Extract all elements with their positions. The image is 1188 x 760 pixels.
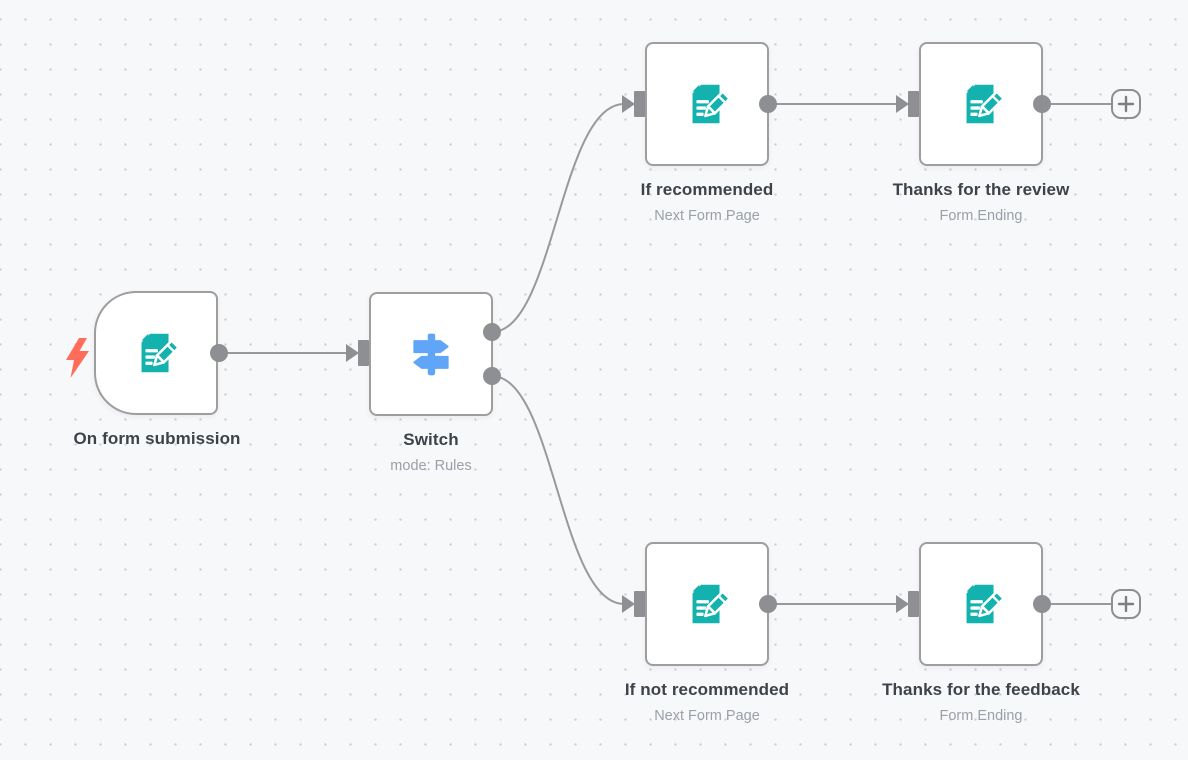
- plus-icon: [1117, 595, 1135, 613]
- node-thanks-for-the-feedback[interactable]: [919, 542, 1043, 666]
- node-subtitle: Next Form Page: [654, 708, 760, 724]
- form-pencil-icon: [692, 84, 732, 124]
- node-title: On form submission: [73, 429, 241, 448]
- add-node-button-top[interactable]: [1111, 89, 1141, 119]
- form-pencil-icon: [692, 584, 732, 624]
- caption-switch: Switch mode: Rules: [251, 428, 611, 477]
- node-switch[interactable]: [369, 292, 493, 416]
- caption-if-not-recommended: If not recommended Next Form Page: [527, 678, 887, 727]
- node-subtitle: Form Ending: [939, 708, 1023, 724]
- signpost-icon: [413, 333, 449, 376]
- input-endpoint-if-not-recommended: [622, 591, 645, 617]
- input-endpoint-if-recommended: [622, 91, 645, 117]
- node-title: Thanks for the feedback: [882, 680, 1080, 699]
- node-on-form-submission[interactable]: [94, 291, 218, 415]
- node-thanks-for-the-review[interactable]: [919, 42, 1043, 166]
- node-if-not-recommended[interactable]: [645, 542, 769, 666]
- lightning-trigger-icon: [66, 338, 89, 378]
- form-pencil-icon: [141, 333, 181, 373]
- node-subtitle: Next Form Page: [654, 208, 760, 224]
- node-subtitle: Form Ending: [939, 208, 1023, 224]
- node-if-recommended[interactable]: [645, 42, 769, 166]
- add-node-button-bottom[interactable]: [1111, 589, 1141, 619]
- node-title: Switch: [403, 430, 459, 449]
- node-title: If not recommended: [624, 680, 790, 699]
- input-endpoint-switch: [346, 340, 369, 366]
- caption-if-recommended: If recommended Next Form Page: [527, 178, 887, 227]
- connection-switch-to-if-not-recommended[interactable]: [491, 375, 625, 605]
- caption-on-form-submission: On form submission: [0, 427, 337, 451]
- form-pencil-icon: [966, 584, 1006, 624]
- caption-thanks-for-the-feedback: Thanks for the feedback Form Ending: [801, 678, 1161, 727]
- plus-icon: [1117, 95, 1135, 113]
- caption-thanks-for-the-review: Thanks for the review Form Ending: [801, 178, 1161, 227]
- node-title: Thanks for the review: [892, 180, 1070, 199]
- node-subtitle: mode: Rules: [390, 458, 472, 474]
- node-title: If recommended: [640, 180, 774, 199]
- connection-switch-to-if-recommended[interactable]: [491, 103, 625, 333]
- input-endpoint-thanks-for-the-review: [896, 91, 919, 117]
- form-pencil-icon: [966, 84, 1006, 124]
- input-endpoint-thanks-for-the-feedback: [896, 591, 919, 617]
